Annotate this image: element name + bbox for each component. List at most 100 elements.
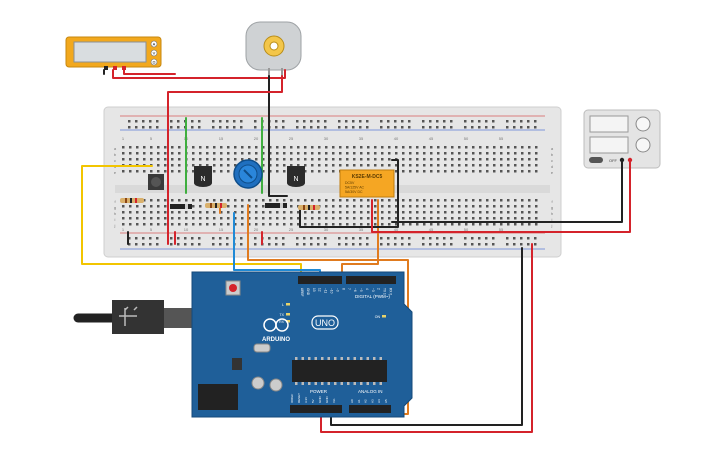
terminal-hole[interactable] — [437, 146, 440, 149]
terminal-hole[interactable] — [346, 211, 349, 214]
rail-hole[interactable] — [534, 237, 537, 240]
terminal-hole[interactable] — [535, 205, 538, 208]
terminal-hole[interactable] — [451, 217, 454, 220]
rail-hole[interactable] — [492, 126, 495, 129]
terminal-hole[interactable] — [227, 152, 230, 155]
terminal-hole[interactable] — [269, 164, 272, 167]
terminal-hole[interactable] — [423, 205, 426, 208]
terminal-hole[interactable] — [262, 170, 265, 173]
terminal-hole[interactable] — [486, 223, 489, 226]
terminal-hole[interactable] — [451, 146, 454, 149]
terminal-hole[interactable] — [318, 152, 321, 155]
terminal-hole[interactable] — [297, 152, 300, 155]
rail-hole[interactable] — [198, 126, 201, 129]
terminal-hole[interactable] — [465, 199, 468, 202]
terminal-hole[interactable] — [458, 199, 461, 202]
terminal-hole[interactable] — [199, 152, 202, 155]
terminal-hole[interactable] — [318, 170, 321, 173]
terminal-hole[interactable] — [514, 152, 517, 155]
terminal-hole[interactable] — [430, 211, 433, 214]
terminal-hole[interactable] — [493, 223, 496, 226]
terminal-hole[interactable] — [325, 146, 328, 149]
terminal-hole[interactable] — [122, 211, 125, 214]
terminal-hole[interactable] — [129, 158, 132, 161]
rail-hole[interactable] — [212, 126, 215, 129]
rail-hole[interactable] — [359, 120, 362, 123]
terminal-hole[interactable] — [276, 223, 279, 226]
rail-hole[interactable] — [324, 120, 327, 123]
terminal-hole[interactable] — [255, 199, 258, 202]
analog-header[interactable] — [349, 405, 391, 413]
terminal-hole[interactable] — [269, 152, 272, 155]
rail-hole[interactable] — [464, 237, 467, 240]
terminal-hole[interactable] — [332, 170, 335, 173]
terminal-hole[interactable] — [157, 164, 160, 167]
terminal-hole[interactable] — [178, 164, 181, 167]
terminal-hole[interactable] — [129, 146, 132, 149]
rail-hole[interactable] — [380, 120, 383, 123]
terminal-hole[interactable] — [528, 199, 531, 202]
terminal-hole[interactable] — [248, 199, 251, 202]
terminal-hole[interactable] — [528, 158, 531, 161]
terminal-hole[interactable] — [220, 211, 223, 214]
rail-hole[interactable] — [429, 243, 432, 246]
rail-hole[interactable] — [310, 120, 313, 123]
terminal-hole[interactable] — [367, 217, 370, 220]
terminal-hole[interactable] — [388, 205, 391, 208]
terminal-hole[interactable] — [297, 223, 300, 226]
terminal-hole[interactable] — [367, 152, 370, 155]
terminal-hole[interactable] — [276, 146, 279, 149]
rail-hole[interactable] — [198, 243, 201, 246]
terminal-hole[interactable] — [402, 205, 405, 208]
terminal-hole[interactable] — [206, 217, 209, 220]
terminal-hole[interactable] — [479, 211, 482, 214]
terminal-hole[interactable] — [171, 217, 174, 220]
terminal-hole[interactable] — [451, 199, 454, 202]
terminal-hole[interactable] — [136, 146, 139, 149]
terminal-hole[interactable] — [339, 199, 342, 202]
rail-hole[interactable] — [296, 120, 299, 123]
terminal-hole[interactable] — [514, 223, 517, 226]
terminal-hole[interactable] — [430, 205, 433, 208]
terminal-hole[interactable] — [381, 146, 384, 149]
terminal-hole[interactable] — [318, 164, 321, 167]
terminal-hole[interactable] — [528, 217, 531, 220]
rail-hole[interactable] — [443, 237, 446, 240]
terminal-hole[interactable] — [444, 217, 447, 220]
terminal-hole[interactable] — [486, 158, 489, 161]
rail-hole[interactable] — [191, 243, 194, 246]
terminal-hole[interactable] — [290, 211, 293, 214]
bottom-power-rail-holes[interactable] — [128, 237, 537, 246]
terminal-hole[interactable] — [220, 223, 223, 226]
rail-hole[interactable] — [534, 126, 537, 129]
rail-hole[interactable] — [177, 120, 180, 123]
terminal-hole[interactable] — [339, 223, 342, 226]
terminal-hole[interactable] — [458, 205, 461, 208]
rail-hole[interactable] — [254, 126, 257, 129]
rail-hole[interactable] — [303, 237, 306, 240]
terminal-hole[interactable] — [164, 170, 167, 173]
terminal-hole[interactable] — [192, 146, 195, 149]
terminal-hole[interactable] — [269, 146, 272, 149]
terminal-hole[interactable] — [213, 217, 216, 220]
terminal-hole[interactable] — [486, 217, 489, 220]
terminal-hole[interactable] — [339, 205, 342, 208]
terminal-hole[interactable] — [143, 199, 146, 202]
terminal-hole[interactable] — [339, 152, 342, 155]
terminal-hole[interactable] — [297, 199, 300, 202]
rail-hole[interactable] — [492, 237, 495, 240]
terminal-hole[interactable] — [318, 199, 321, 202]
terminal-hole[interactable] — [451, 158, 454, 161]
terminal-hole[interactable] — [437, 199, 440, 202]
terminal-hole[interactable] — [157, 170, 160, 173]
terminal-hole[interactable] — [514, 211, 517, 214]
terminal-hole[interactable] — [311, 170, 314, 173]
rail-hole[interactable] — [338, 126, 341, 129]
terminal-hole[interactable] — [479, 152, 482, 155]
terminal-hole[interactable] — [311, 211, 314, 214]
rail-hole[interactable] — [191, 237, 194, 240]
terminal-hole[interactable] — [535, 223, 538, 226]
terminal-hole[interactable] — [507, 199, 510, 202]
terminal-hole[interactable] — [262, 217, 265, 220]
rail-hole[interactable] — [345, 237, 348, 240]
